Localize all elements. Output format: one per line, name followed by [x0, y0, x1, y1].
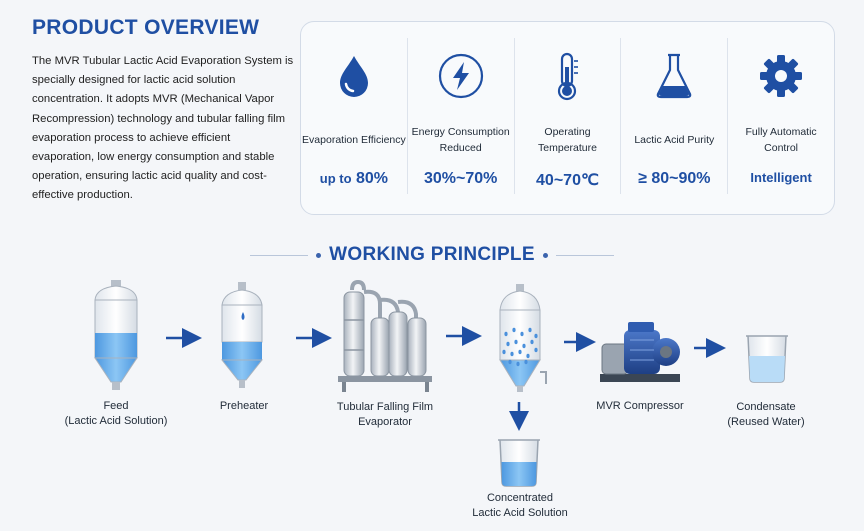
droplet — [512, 327, 516, 333]
droplet — [534, 347, 538, 353]
divider-dot — [542, 252, 548, 258]
stage-condensate-label: Condensate (Reused Water) — [727, 400, 804, 430]
metric-lactic-acid-purity: Lactic Acid Purity ≥ 80~90% — [621, 38, 729, 194]
droplet — [510, 351, 514, 357]
divider-dot — [316, 252, 322, 258]
droplet — [534, 333, 538, 339]
metrics-card: Evaporation Efficiency up to 80% Energy … — [300, 21, 835, 215]
stage-label-line: Evaporator — [358, 416, 412, 428]
concentrated-beaker — [498, 439, 540, 487]
droplet — [516, 361, 520, 367]
stage-label-line: Lactic Acid Solution — [472, 507, 568, 519]
stage-label-line: Tubular Falling Film — [336, 401, 434, 413]
droplet — [524, 359, 528, 365]
page-title: PRODUCT OVERVIEW — [32, 16, 260, 39]
metric-label: Evaporation Efficiency — [302, 134, 406, 146]
droplet — [518, 349, 522, 355]
metric-operating-temperature: Operating Temperature 40~70℃ — [515, 38, 622, 194]
falling-film-evaporator — [338, 279, 432, 392]
stage-label-line: MVR Compressor — [596, 400, 684, 412]
metric-value: ≥ 80~90% — [638, 170, 711, 187]
droplet — [514, 339, 518, 345]
gear-icon — [753, 48, 809, 104]
preheater-vessel — [220, 282, 264, 388]
metric-value-prefix: up to — [319, 171, 352, 186]
droplet — [508, 359, 512, 365]
vapor-droplets — [502, 327, 538, 367]
stage-label-line: Feed — [103, 400, 129, 412]
metric-label: Lactic Acid Purity — [634, 134, 715, 146]
metric-value: 40~70℃ — [536, 172, 599, 189]
metric-value: Intelligent — [750, 170, 812, 185]
metric-value-number: 80% — [355, 170, 389, 187]
stage-concentrated-label: Concentrated Lactic Acid Solution — [472, 491, 567, 521]
working-principle-title: WORKING PRINCIPLE — [329, 244, 535, 265]
metric-evaporation-efficiency: Evaporation Efficiency up to 80% — [301, 38, 408, 194]
droplet — [504, 331, 508, 337]
working-principle-header: WORKING PRINCIPLE — [0, 243, 864, 267]
thermometer-icon — [539, 48, 595, 104]
stage-label-line: (Reused Water) — [727, 416, 805, 428]
metric-automatic-control: Fully Automatic Control Intelligent — [728, 38, 834, 194]
droplet — [502, 349, 506, 355]
divider — [250, 254, 309, 256]
metric-value: up to 80% — [320, 170, 388, 188]
metric-label: Energy Consumption Reduced — [411, 126, 510, 154]
overview-description: The MVR Tubular Lactic Acid Evaporation … — [32, 55, 294, 202]
metric-energy-consumption: Energy Consumption Reduced 30%~70% — [408, 38, 515, 194]
separator-vessel — [499, 284, 547, 392]
feed-tank — [94, 280, 138, 390]
stage-label-line: Concentrated — [486, 492, 554, 504]
stage-label-line: Preheater — [219, 400, 269, 412]
droplet — [522, 343, 526, 349]
stage-feed-label: Feed (Lactic Acid Solution) — [65, 399, 168, 429]
droplet — [506, 341, 510, 347]
divider — [555, 254, 614, 256]
water-drop-icon — [326, 48, 382, 104]
condensate-beaker — [746, 335, 788, 383]
droplet — [530, 339, 534, 345]
droplet — [526, 353, 530, 359]
stage-label-line: (Lactic Acid Solution) — [64, 415, 168, 427]
droplet — [528, 327, 532, 333]
lightning-icon — [433, 48, 489, 104]
metric-value: 30%~70% — [424, 170, 498, 187]
droplet — [520, 331, 524, 337]
mvr-compressor — [600, 322, 680, 382]
stage-compressor-label: MVR Compressor — [596, 399, 683, 414]
stage-evaporator-label: Tubular Falling Film Evaporator — [337, 400, 433, 430]
metric-label: Operating Temperature — [538, 126, 597, 154]
stage-preheater-label: Preheater — [220, 399, 268, 414]
metric-label: Fully Automatic Control — [745, 126, 817, 154]
stage-label-line: Condensate — [736, 401, 796, 413]
flask-icon — [646, 48, 702, 104]
